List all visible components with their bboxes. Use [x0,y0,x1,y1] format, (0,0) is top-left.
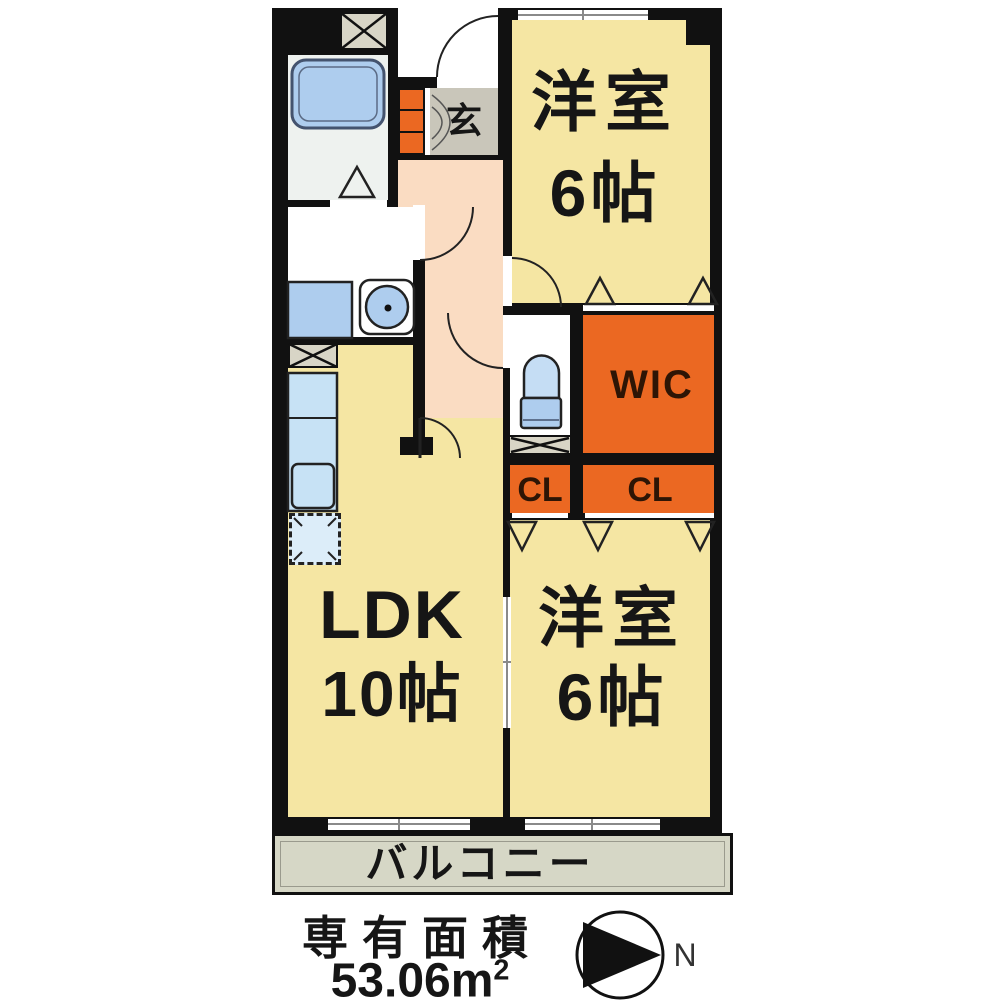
bedroom1-size: 6帖 [549,156,661,230]
washroom-door-gap [413,205,425,260]
bedroom1-door-gap [503,256,512,306]
shoe-cabinet [398,88,425,155]
entrance-door-gap [437,77,498,88]
cl-right-threshold [585,513,714,518]
cl-right-label: CL [627,471,673,509]
refrigerator-ticks [293,517,337,561]
entrance-alcove-outside [398,0,498,77]
ldk-size: 10帖 [321,658,463,730]
washer-space-icon [286,280,354,340]
hallway [425,207,503,418]
genkan-threshold [425,88,430,155]
hallway-upper [398,160,503,207]
genkan-label: 玄 [445,100,483,141]
bedroom2-name: 洋室 [538,581,686,655]
toilet-door-gap [503,315,510,368]
area-label: 専有面積 [302,912,542,964]
corner-column [686,8,722,45]
area-unit-exponent: 2 [493,954,510,987]
bathroom-door-gap [330,200,387,207]
wash-basin-icon [358,278,416,336]
wall-stub [400,437,433,455]
balcony [272,833,733,895]
hallway-ldk-doorway [425,418,503,455]
compass-icon [575,910,665,1000]
bedroom2-size: 6帖 [556,660,668,734]
toilet-icon [519,354,563,430]
bath-door-icon [337,164,377,199]
kitchen-counter-icon [286,371,339,513]
bedroom1-name: 洋室 [531,65,679,139]
area-value: 53.06 [330,954,451,1000]
compass-north-label: N [673,937,697,973]
wic-label: WIC [610,363,694,407]
area-value-line: 53.06m2 [330,954,510,1000]
room-bedroom1 [512,20,710,303]
pipe-space-x-marks [288,12,570,454]
cl-left-label: CL [517,471,563,509]
room-wic [583,315,714,453]
balcony-label: バルコニー [365,840,595,887]
room-bedroom2 [510,520,710,817]
window-lines [328,10,660,830]
closet-door-triangles [505,275,720,553]
area-unit: m [450,954,494,1000]
door-arcs [418,15,562,459]
genkan-tile-lines [431,94,451,151]
wic-threshold [583,305,714,311]
bathtub-icon [290,58,386,130]
balcony-inner-line [280,841,725,887]
shoe-cabinet-shelves [399,109,424,133]
room-closet-right [583,465,714,513]
room-closet-left [510,465,570,513]
cl-left-threshold [512,513,568,518]
ldk-name: LDK [319,577,465,653]
